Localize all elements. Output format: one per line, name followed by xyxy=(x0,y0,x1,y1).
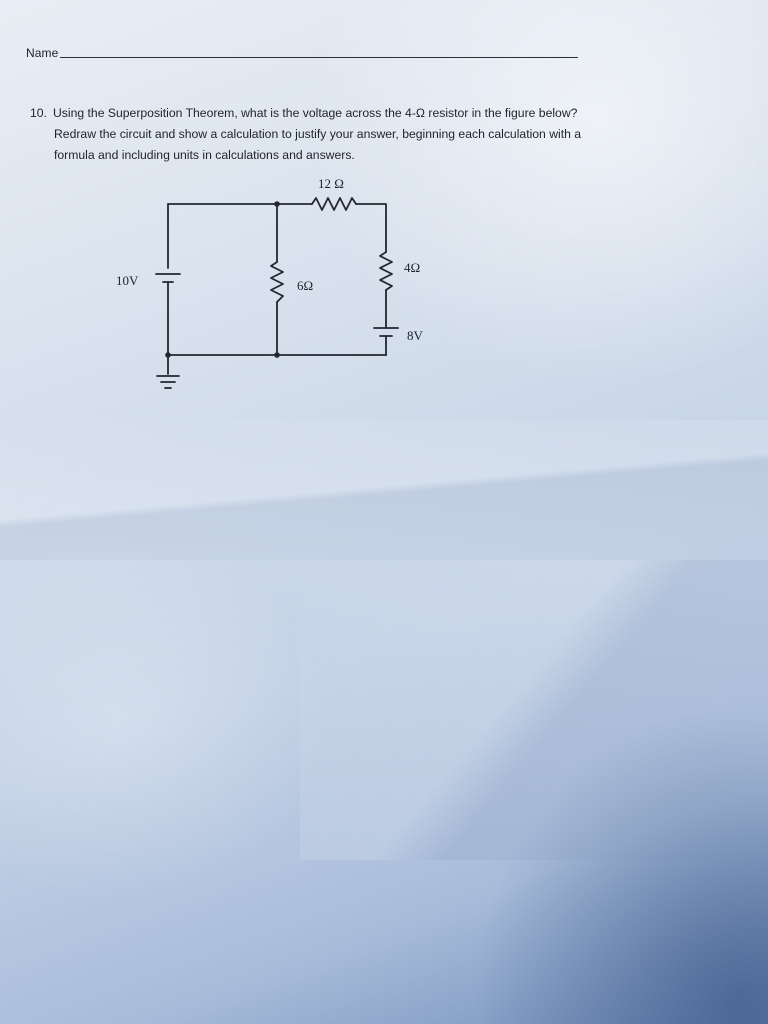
paper-fold-shadow xyxy=(0,420,768,560)
name-label: Name xyxy=(26,46,59,60)
ground-symbol xyxy=(156,375,180,389)
circuit-diagram: 12 Ω 6Ω 4Ω 10V 8V xyxy=(116,176,424,389)
wire xyxy=(355,203,387,253)
resistor-4-ohm xyxy=(379,251,393,291)
question-number: 10. xyxy=(30,106,47,120)
question-10: 10. Using the Superposition Theorem, what… xyxy=(30,103,740,166)
question-text-line-1: Using the Superposition Theorem, what is… xyxy=(53,106,578,120)
question-text-line-2: Redraw the circuit and show a calculatio… xyxy=(54,127,582,141)
source-10v-label: 10V xyxy=(116,273,139,288)
paper-fold-shadow xyxy=(300,560,768,860)
resistor-6-ohm-label: 6Ω xyxy=(297,278,313,293)
resistor-12-ohm xyxy=(311,197,357,211)
junction-dot xyxy=(274,352,280,358)
resistor-6-ohm xyxy=(270,261,284,303)
junction-dot xyxy=(165,352,171,358)
name-blank-line xyxy=(60,57,579,58)
question-line: 10. Using the Superposition Theorem, what… xyxy=(30,103,740,124)
junction-dot xyxy=(274,201,280,207)
resistor-4-ohm-label: 4Ω xyxy=(404,260,420,275)
question-text-line-3: formula and including units in calculati… xyxy=(54,148,355,162)
resistor-12-ohm-label: 12 Ω xyxy=(318,176,344,191)
name-field: Name xyxy=(26,46,579,60)
source-8v-label: 8V xyxy=(407,328,424,343)
